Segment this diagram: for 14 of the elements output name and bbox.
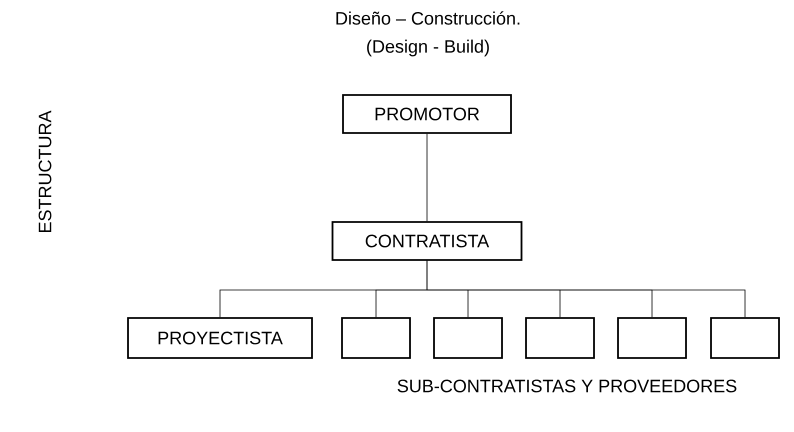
label-text: (Design - Build): [367, 40, 489, 56]
connector-line: [426, 260, 746, 318]
empty-box: [525, 317, 595, 359]
empty-box: [617, 317, 687, 359]
empty-box: [433, 317, 503, 359]
connector-line: [426, 134, 428, 222]
title: Diseño – Construcción.: [336, 11, 520, 25]
role-box: PROYECTISTA: [127, 317, 313, 359]
role-box: PROMOTOR: [342, 94, 512, 134]
vertical-label: ESTRUCTURA: [38, 110, 52, 232]
role-box: CONTRATISTA: [332, 221, 522, 261]
empty-box: [710, 317, 780, 359]
empty-box: [341, 317, 411, 359]
group-label: SUB-CONTRATISTAS Y PROVEEDORES: [398, 380, 736, 392]
